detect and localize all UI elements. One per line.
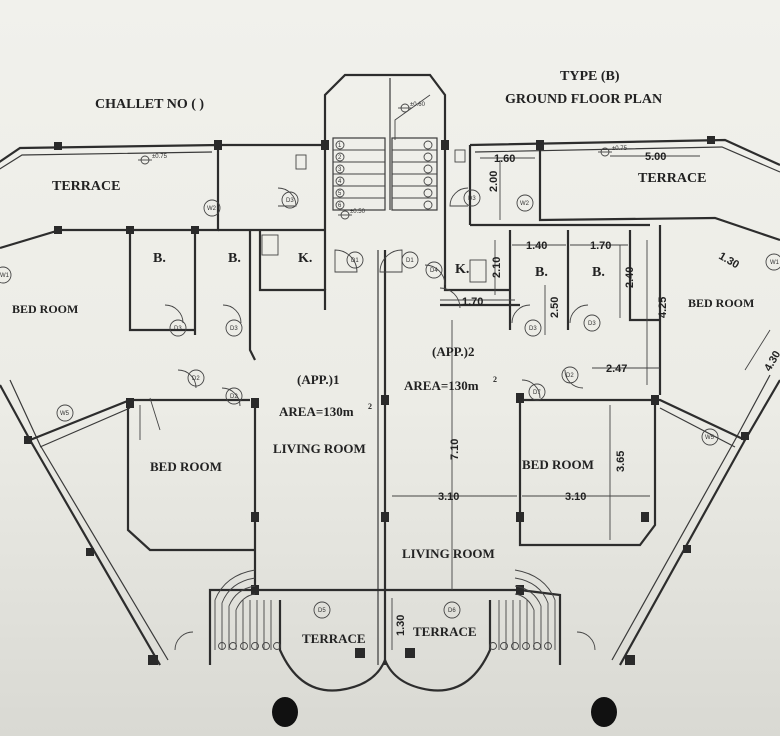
door-tag: D1 xyxy=(351,258,359,264)
label-terrace-nw: TERRACE xyxy=(52,179,120,194)
label-bath-1a: B. xyxy=(153,251,166,266)
window-tag: W5 xyxy=(60,411,70,417)
stair-step-number: 4 xyxy=(338,179,342,185)
label-terrace-sw: TERRACE xyxy=(302,631,366,646)
level-mark-1: ±0.75 xyxy=(152,154,168,160)
stair-step-number: 3 xyxy=(338,167,342,173)
label-terrace-ne: TERRACE xyxy=(638,171,706,186)
window-tag: W5 xyxy=(705,435,715,441)
plan-title: GROUND FLOOR PLAN xyxy=(505,92,662,107)
label-bed-room-east: BED ROOM xyxy=(688,296,754,310)
terrace-steps-right xyxy=(489,569,556,650)
stair-step-numbers xyxy=(335,140,433,210)
label-apartment-2: (APP.)2 xyxy=(432,344,475,359)
dim-1-30-bottom: 1.30 xyxy=(395,615,407,636)
structural-columns xyxy=(24,136,749,665)
door-tag: D7 xyxy=(533,390,541,396)
label-area-1-sup: 2 xyxy=(368,402,372,411)
label-bed-room-1: BED ROOM xyxy=(150,459,222,474)
dim-2-40: 2.40 xyxy=(624,267,636,288)
dim-5-00: 5.00 xyxy=(645,151,666,163)
door-tag: D5 xyxy=(318,608,326,614)
dim-2-10: 2.10 xyxy=(491,257,503,278)
door-tag: D3 xyxy=(588,321,596,327)
door-tags xyxy=(169,189,601,619)
label-bed-room-2: BED ROOM xyxy=(522,457,594,472)
dim-2-50: 2.50 xyxy=(549,297,561,318)
dim-4-30: 4.30 xyxy=(762,349,780,374)
label-bath-2a: B. xyxy=(535,265,548,280)
door-tag: D3 xyxy=(174,326,182,332)
door-tag: D1 xyxy=(406,258,414,264)
door-tag: D2 xyxy=(566,373,574,379)
stair-step-number: 6 xyxy=(338,203,342,209)
level-marks xyxy=(138,103,612,220)
label-terrace-se: TERRACE xyxy=(413,624,477,639)
dim-4-25: 4.25 xyxy=(657,297,669,318)
label-area-2-sup: 2 xyxy=(493,375,497,384)
dim-1-60: 1.60 xyxy=(494,153,515,165)
label-bath-2b: B. xyxy=(592,265,605,280)
stair-step-number: 1 xyxy=(338,143,342,149)
window-tags xyxy=(0,194,780,446)
dim-3-10-right: 3.10 xyxy=(565,491,586,503)
window-tag: W1 xyxy=(0,273,10,279)
door-tag: D2 xyxy=(230,394,238,400)
window-tag: W2 xyxy=(207,206,217,212)
dim-1-70-bottom: 1.70 xyxy=(462,296,483,308)
label-living-room-1: LIVING ROOM xyxy=(273,441,366,456)
label-area-2: AREA=130m xyxy=(404,378,479,393)
dim-3-65: 3.65 xyxy=(615,451,627,472)
dim-1-30-top: 1.30 xyxy=(717,250,742,271)
label-living-room-2: LIVING ROOM xyxy=(402,546,495,561)
dim-2-47: 2.47 xyxy=(606,363,627,375)
central-stair xyxy=(332,94,438,211)
plan-type: TYPE (B) xyxy=(560,69,620,84)
outer-walls xyxy=(0,73,780,692)
door-tag: D6 xyxy=(448,608,456,614)
door-tag: D3 xyxy=(468,196,476,202)
window-tag: W1 xyxy=(770,260,780,266)
level-mark-2: ±0.75 xyxy=(612,146,628,152)
label-kitchen-1: K. xyxy=(298,251,312,266)
stair-step-number: 2 xyxy=(338,155,342,161)
fixtures xyxy=(261,149,487,283)
dim-2-00: 2.00 xyxy=(488,171,500,192)
window-tag: W2 xyxy=(520,201,530,207)
dimension-lines xyxy=(139,155,771,650)
label-apartment-1: (APP.)1 xyxy=(297,372,340,387)
label-bath-1b: B. xyxy=(228,251,241,266)
door-tag: D3 xyxy=(529,326,537,332)
dim-7-10: 7.10 xyxy=(449,439,461,460)
label-area-1: AREA=130m xyxy=(279,404,354,419)
door-tag: D4 xyxy=(430,268,438,274)
chalet-number: CHALLET NO ( ) xyxy=(95,97,204,112)
level-mark-4: ±0.50 xyxy=(350,209,366,215)
door-tag: D2 xyxy=(192,376,200,382)
binder-holes xyxy=(272,697,617,727)
dim-1-40: 1.40 xyxy=(526,240,547,252)
dim-3-10-left: 3.10 xyxy=(438,491,459,503)
stair-step-number: 5 xyxy=(338,191,342,197)
label-bed-room-west: BED ROOM xyxy=(12,302,78,316)
terrace-steps-left xyxy=(214,569,281,650)
dim-1-70-top: 1.70 xyxy=(590,240,611,252)
level-mark-3: ±0.60 xyxy=(410,102,426,108)
label-kitchen-2: K. xyxy=(455,262,469,277)
door-tag: D3 xyxy=(286,198,294,204)
door-tag: D3 xyxy=(230,326,238,332)
